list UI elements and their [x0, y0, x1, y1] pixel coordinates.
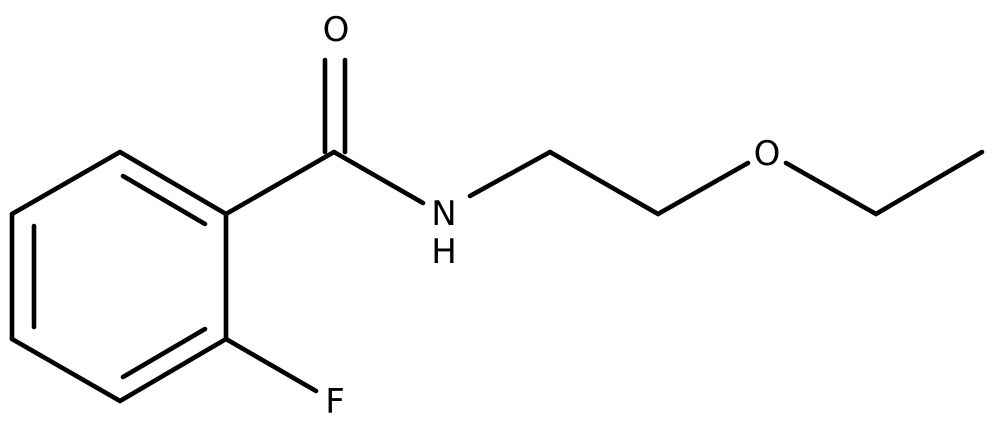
atom-labels: O N H O F	[323, 10, 781, 422]
ethylene-bond	[547, 149, 661, 217]
ring-bond-1-inner	[120, 173, 208, 227]
amide-hydrogen-label: H	[431, 232, 457, 272]
ring-carbonyl-bond	[223, 149, 337, 217]
ring-bond-1	[117, 149, 229, 217]
carbonyl-oxygen-label: O	[323, 10, 350, 50]
ether-oxygen-label: O	[754, 134, 781, 174]
nitrogen-methylene-bond	[467, 149, 553, 199]
bonds	[9, 57, 985, 404]
ring-bond-6	[9, 149, 123, 217]
carbonyl-nitrogen-bond	[331, 149, 426, 206]
ethyl-methyl-bond	[873, 149, 985, 217]
ring-bond-3-inner	[120, 326, 208, 380]
ring-bond-4	[9, 336, 123, 404]
ring-fluorine-bond	[223, 336, 319, 394]
fluorine-label: F	[325, 382, 345, 422]
amide-nitrogen-label: N	[431, 194, 456, 234]
oxygen-ethyl-bond	[783, 160, 879, 217]
ring-bond-3	[117, 336, 229, 404]
methylene-oxygen-bond	[655, 160, 751, 217]
